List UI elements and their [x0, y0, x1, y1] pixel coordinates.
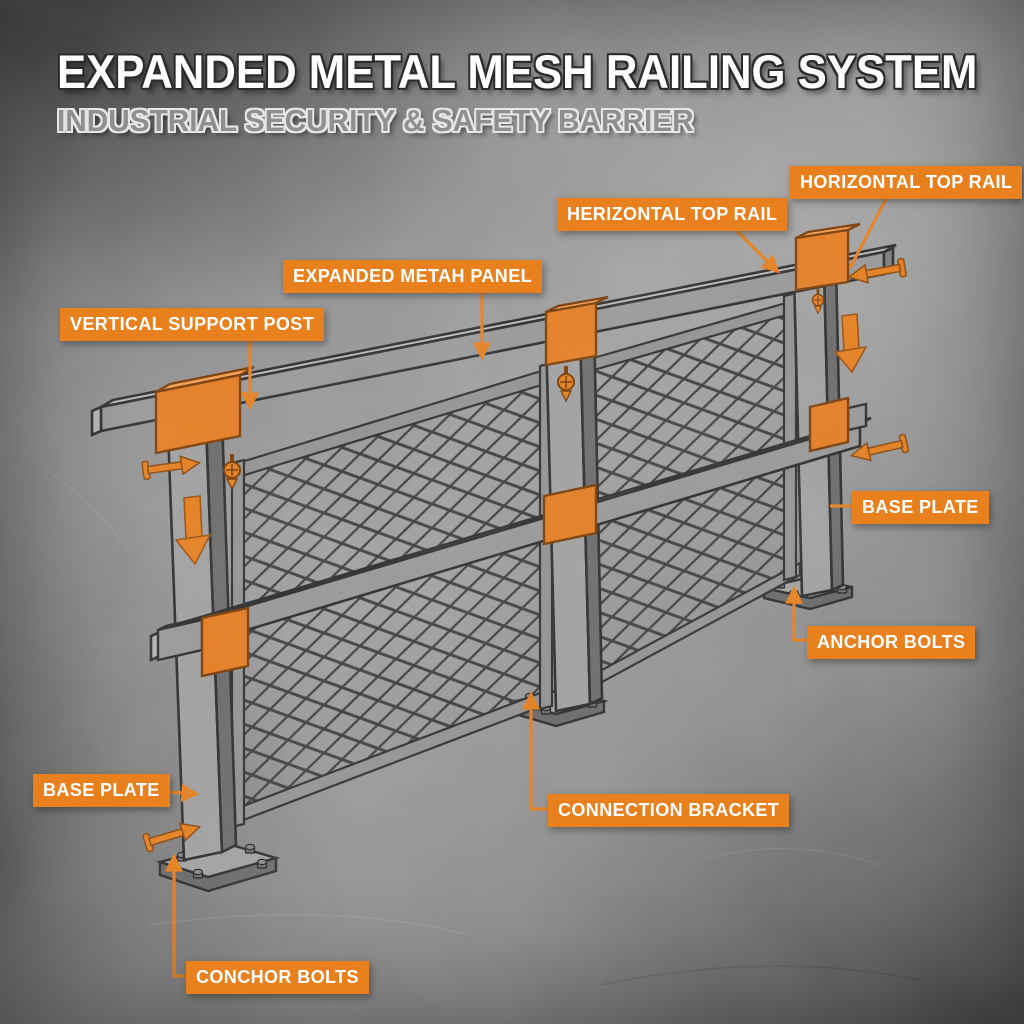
- label-conchor-bolts: CONCHOR BOLTS: [186, 961, 369, 994]
- label-herizontal-top-rail-left: HERIZONTAL TOP RAIL: [557, 198, 788, 231]
- label-expanded-metah-panel: EXPANDED METAH PANEL: [283, 260, 543, 293]
- leader-conchor-bolts: [172, 870, 186, 978]
- down-arrow-right: [833, 313, 868, 374]
- label-base-plate-left: BASE PLATE: [33, 774, 170, 807]
- bracket-mid-left: [156, 606, 250, 678]
- label-base-plate-right: BASE PLATE: [852, 491, 989, 524]
- label-vertical-support-post: VERTICAL SUPPORT POST: [60, 308, 325, 341]
- label-horizontal-top-rail-right: HORIZONTAL TOP RAIL: [790, 166, 1023, 199]
- header: EXPANDED METAL MESH RAILING SYSTEM INDUS…: [57, 44, 1024, 139]
- leader-herizontal-top-rail: [735, 229, 771, 265]
- page-title: EXPANDED METAL MESH RAILING SYSTEM: [57, 45, 978, 98]
- bracket-cap-left: [154, 365, 255, 455]
- label-anchor-bolts: ANCHOR BOLTS: [807, 626, 976, 659]
- bracket-mid-center: [542, 483, 598, 546]
- page-subtitle: INDUSTRIAL SECURITY & SAFETY BARRIER: [57, 103, 694, 138]
- label-connection-bracket: CONNECTION BRACKET: [548, 794, 790, 827]
